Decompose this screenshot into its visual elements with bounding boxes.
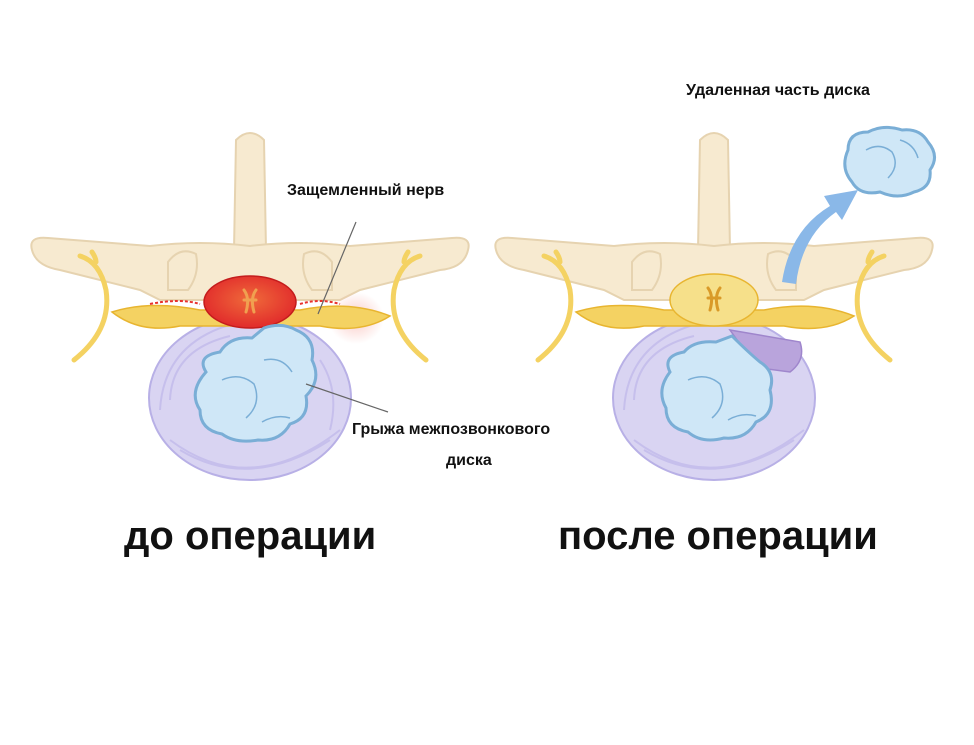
- spinous-process: [696, 132, 732, 251]
- leader-pinched-nerve: [317, 221, 357, 315]
- transverse-processes: [30, 236, 470, 301]
- facet-left: [631, 250, 662, 291]
- spinous-process: [232, 132, 268, 251]
- label-herniation-line1: Грыжа межпозвонкового: [352, 421, 551, 438]
- caption-after: после операции: [558, 514, 878, 558]
- leader-herniation: [305, 383, 389, 413]
- vertebra-after: [494, 132, 934, 481]
- vertebra-before: [30, 132, 470, 481]
- herniated-nucleus: [193, 323, 318, 443]
- spinal-cord-healthy: [669, 273, 759, 327]
- facet-left: [167, 250, 198, 291]
- transverse-processes: [494, 236, 934, 301]
- label-pinched-nerve: Защемленный нерв: [287, 182, 445, 199]
- label-herniation-line2: диска: [446, 452, 492, 469]
- cord-grey-matter: [242, 288, 258, 314]
- caption-before: до операции: [124, 514, 377, 558]
- facet-right: [302, 250, 333, 291]
- cord-grey-matter: [706, 286, 722, 312]
- label-removed-part: Удаленная часть диска: [686, 82, 870, 99]
- spinal-cord-inflamed: [203, 275, 297, 329]
- remaining-nucleus: [660, 334, 774, 442]
- removed-disc-fragment: [843, 125, 936, 198]
- removal-arrow: [782, 190, 858, 284]
